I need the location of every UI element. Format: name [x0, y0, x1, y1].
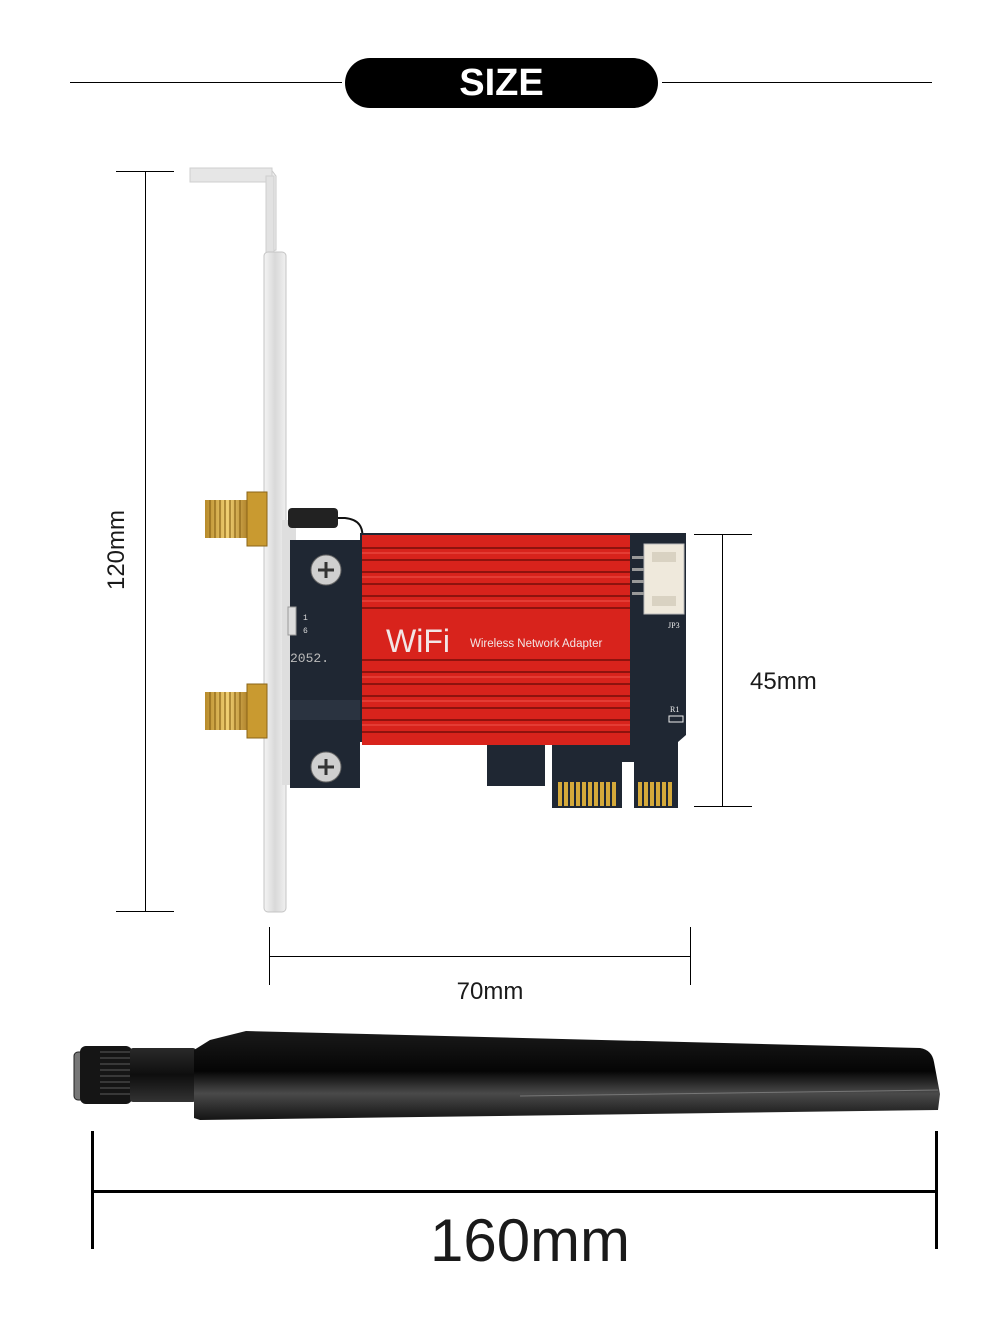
sma-connector-bottom [205, 683, 268, 739]
header-rule-left [70, 82, 342, 83]
dim-45-tick-bottom [694, 806, 752, 807]
heatsink-tagline: Wireless Network Adapter [470, 638, 602, 650]
screw-bottom [310, 751, 342, 783]
size-title: SIZE [459, 61, 544, 104]
pci-bracket [189, 167, 296, 913]
dim-120-label: 120mm [103, 509, 130, 591]
header-rule-right [662, 82, 932, 83]
antenna-illustration [73, 1031, 940, 1120]
dim-70-line [269, 956, 690, 957]
dim-120-line [145, 171, 146, 911]
dim-45-tick-top [694, 534, 752, 535]
dim-45-line [722, 534, 723, 806]
sma-connector-top [205, 491, 268, 547]
svg-text:1: 1 [303, 614, 308, 623]
svg-text:2052.: 2052. [290, 651, 329, 666]
heatsink-wifi-logo: WiFi [386, 623, 450, 659]
dim-70-label: 70mm [456, 978, 524, 1005]
dim-160-label: 160mm [429, 1207, 631, 1274]
svg-text:JP3: JP3 [668, 621, 680, 630]
pcie-gold-fingers [558, 782, 672, 806]
dim-45-label: 45mm [750, 668, 817, 695]
size-title-pill: SIZE [345, 58, 658, 108]
dim-160-line [91, 1190, 937, 1193]
svg-text:6: 6 [303, 627, 308, 636]
svg-text:R1: R1 [670, 705, 679, 714]
jp3-connector: JP3 [632, 543, 685, 630]
screw-top [310, 554, 342, 586]
dim-120-tick-bottom [116, 911, 174, 912]
dim-70-tick-right [690, 927, 691, 985]
heatsink: WiFi Wireless Network Adapter [362, 535, 630, 745]
